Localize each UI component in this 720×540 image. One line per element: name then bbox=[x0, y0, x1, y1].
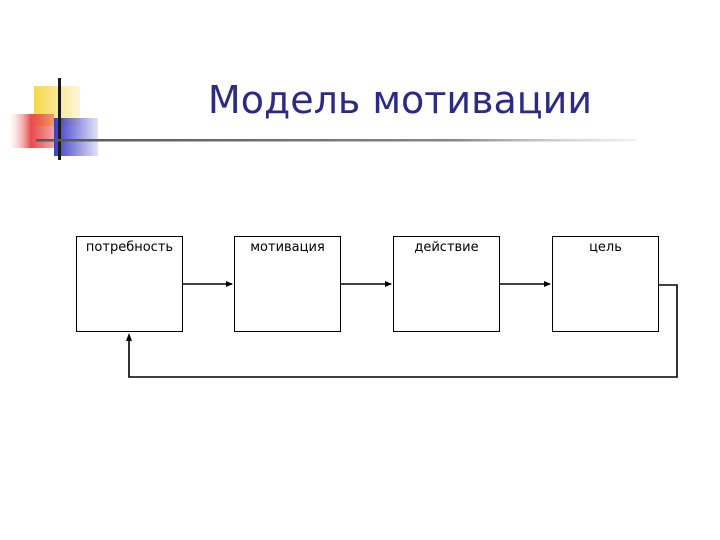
feedback-line bbox=[128, 284, 678, 378]
deco-horizontal-line bbox=[36, 139, 636, 142]
box-action-label: действие bbox=[414, 240, 479, 255]
deco-vertical-line bbox=[58, 78, 61, 160]
box-motivation-label: мотивация bbox=[250, 240, 325, 255]
arrowhead-2 bbox=[385, 281, 392, 287]
arrowhead-3 bbox=[544, 281, 551, 287]
slide-title: Модель мотивации bbox=[207, 78, 593, 122]
box-motivation: мотивация bbox=[234, 236, 341, 332]
deco-red-square bbox=[8, 114, 54, 148]
arrowhead-1 bbox=[226, 281, 233, 287]
box-need: потребность bbox=[76, 236, 183, 332]
box-goal-label: цель bbox=[589, 240, 622, 255]
deco-blue-square bbox=[54, 118, 98, 156]
box-goal: цель bbox=[552, 236, 659, 332]
title-decoration bbox=[8, 78, 636, 160]
box-action: действие bbox=[393, 236, 500, 332]
arrowhead-feedback bbox=[126, 333, 132, 341]
box-need-label: потребность bbox=[85, 240, 174, 255]
